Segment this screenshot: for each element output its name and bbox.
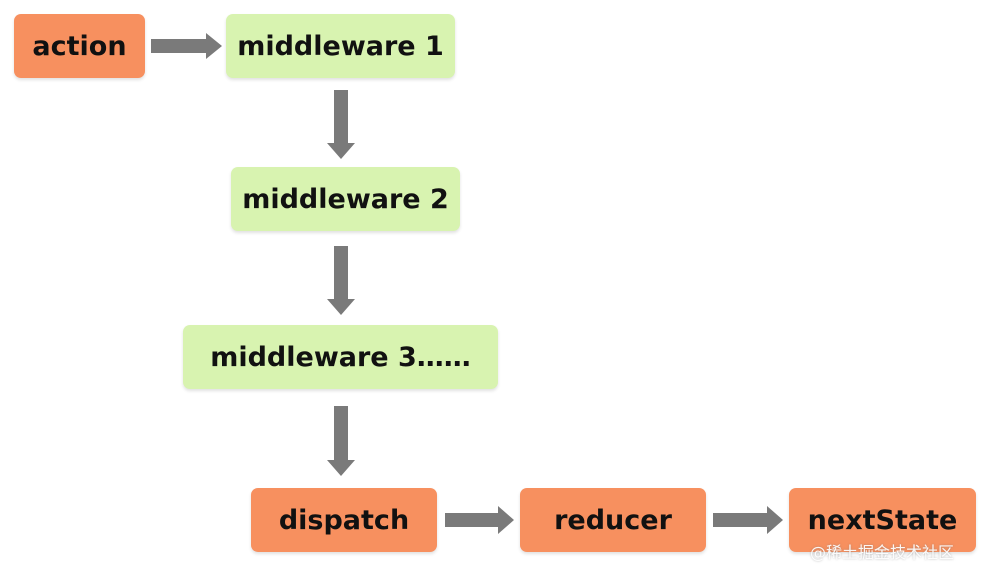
arrow-reducer-to-nextstate [713, 506, 783, 534]
action-node: action [14, 14, 145, 78]
arrow-action-to-middleware1 [151, 33, 222, 59]
arrow-dispatch-to-reducer [445, 506, 514, 534]
watermark-text: @稀土掘金技术社区 [810, 543, 955, 562]
middleware-1-node: middleware 1 [226, 14, 455, 78]
middleware-2-node: middleware 2 [231, 167, 460, 231]
arrow-middleware1-to-middleware2 [327, 90, 355, 159]
middleware-3-node: middleware 3…… [183, 325, 498, 389]
arrow-middleware2-to-middleware3 [327, 246, 355, 315]
arrow-middleware3-to-dispatch [327, 406, 355, 476]
reducer-node: reducer [520, 488, 706, 552]
nextstate-node: nextState [789, 488, 976, 552]
dispatch-node: dispatch [251, 488, 437, 552]
